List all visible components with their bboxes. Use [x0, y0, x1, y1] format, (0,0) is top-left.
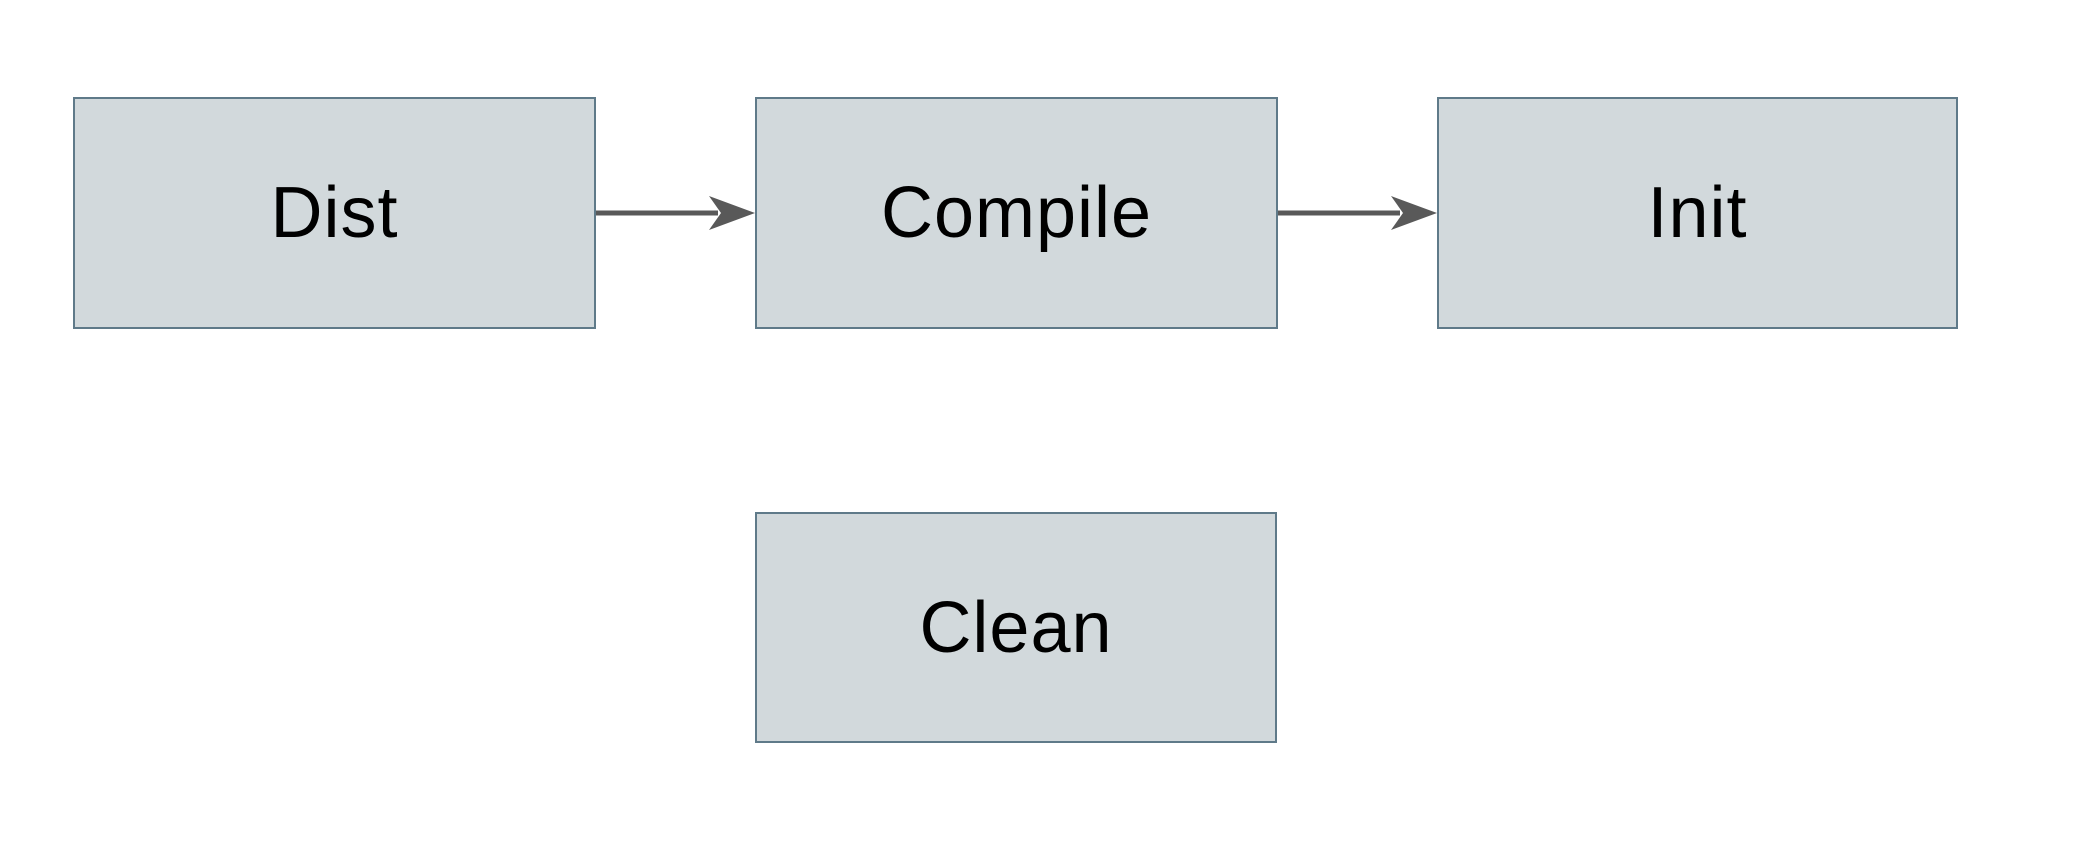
- node-clean: Clean: [755, 512, 1277, 743]
- node-compile: Compile: [755, 97, 1278, 329]
- arrow-compile-to-init: [1278, 196, 1437, 230]
- arrow-dist-to-compile: [596, 196, 755, 230]
- node-init: Init: [1437, 97, 1958, 329]
- node-dist-label: Dist: [270, 173, 399, 253]
- node-init-label: Init: [1647, 173, 1748, 253]
- node-compile-label: Compile: [880, 173, 1153, 253]
- node-clean-label: Clean: [919, 587, 1113, 668]
- node-dist: Dist: [73, 97, 596, 329]
